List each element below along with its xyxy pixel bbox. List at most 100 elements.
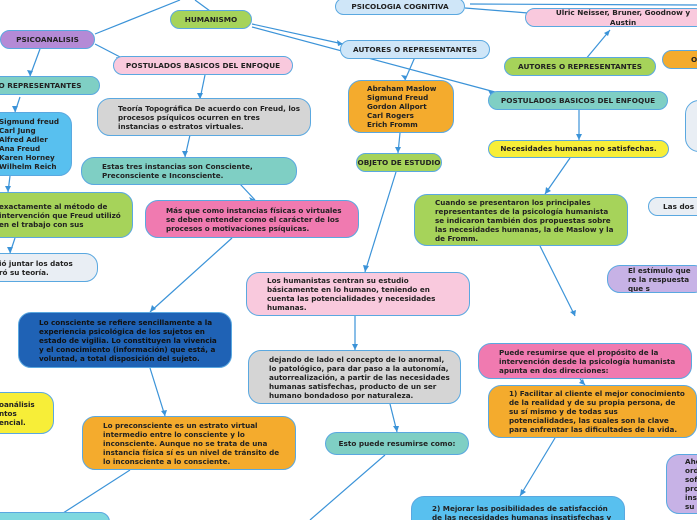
arrow-maslow: [401, 75, 407, 80]
node-facilitar[interactable]: 1) Facilitar al cliente el mejor conocim…: [488, 385, 697, 438]
arrow-consciente: [150, 305, 156, 312]
link-principales-proposito: [539, 245, 576, 317]
node-principales[interactable]: Cuando se presentaron los principales re…: [414, 194, 628, 246]
node-label: Ulric Neisser, Bruner, Goodnow y Austin: [555, 8, 691, 27]
node-proposito[interactable]: Puede resumirse que el propósito de la i…: [478, 343, 692, 379]
arrow-objeto: [395, 147, 401, 153]
node-juntar-datos[interactable]: ió juntar los datos ró su teoría.: [0, 253, 98, 282]
node-objeto-estudio[interactable]: OBJETO DE ESTUDIO: [356, 153, 442, 172]
node-label: ió juntar los datos ró su teoría.: [0, 258, 73, 277]
node-bottom-left[interactable]: [0, 512, 110, 520]
node-right-edge-box[interactable]: [685, 100, 697, 152]
arrow-dejando: [352, 344, 358, 350]
arrow-facilitar: [579, 379, 585, 385]
arrow-metodo: [5, 186, 11, 192]
link-objeto-humanistas: [364, 171, 397, 273]
link-cognitiva-right: [469, 3, 697, 6]
link-autores-neisser: [584, 29, 611, 61]
node-label: O: [691, 54, 697, 64]
node-label: O REPRESENTANTES: [0, 80, 82, 90]
node-label: HUMANISMO: [184, 14, 238, 24]
arrow-mejorar: [520, 489, 526, 496]
node-procesos-fisicos[interactable]: Más que como instancias físicas o virtua…: [145, 200, 359, 238]
link-humanismo-autores: [251, 23, 344, 45]
node-label: Lo preconsciente es un estrato virtual i…: [103, 420, 280, 466]
arrow-preconsciente: [161, 410, 167, 416]
arrow-necesidades: [576, 134, 582, 140]
arrow-teoria: [197, 93, 203, 99]
node-preconsciente[interactable]: Lo preconsciente es un estrato virtual i…: [82, 416, 296, 470]
node-label: exactamente al método de intervención qu…: [0, 201, 121, 229]
node-label: POSTULADOS BASICOS DEL ENFOQUE: [500, 95, 656, 105]
node-consciente[interactable]: Lo consciente se refiere sencillamente a…: [18, 312, 232, 368]
node-label: 2) Mejorar las posibilidades de satisfac…: [432, 504, 612, 520]
node-mejorar[interactable]: 2) Mejorar las posibilidades de satisfac…: [411, 496, 625, 520]
arrow-representantes-left: [27, 70, 33, 76]
arrow-proposito: [570, 310, 576, 316]
node-o-right-edge[interactable]: O: [662, 50, 697, 69]
node-neisser[interactable]: Ulric Neisser, Bruner, Goodnow y Austin: [525, 8, 697, 27]
node-label: AUTORES O REPRESENTANTES: [518, 61, 642, 71]
node-autores-right-top[interactable]: AUTORES O REPRESENTANTES: [504, 57, 656, 76]
node-dejando-lado[interactable]: dejando de lado el concepto de lo anorma…: [248, 350, 461, 404]
link-instancias-consciente: [149, 237, 233, 313]
link-preconsciente-down: [59, 469, 131, 516]
node-label: AUTORES O REPRESENTANTES: [353, 44, 477, 54]
node-postulados-left[interactable]: POSTULADOS BASICOS DEL ENFOQUE: [113, 56, 293, 75]
node-label: PSICOLOGIA COGNITIVA: [351, 1, 449, 11]
node-psicoanalisis[interactable]: PSICOANALISIS: [0, 30, 95, 49]
node-label: PSICOANALISIS: [16, 34, 79, 44]
node-postulados-right[interactable]: POSTULADOS BASICOS DEL ENFOQUE: [488, 91, 668, 110]
node-label: Cuando se presentaron los principales re…: [435, 197, 614, 243]
node-label: Necesidades humanas no satisfechas.: [500, 144, 657, 154]
node-label: 1) Facilitar al cliente el mejor conocim…: [509, 389, 685, 434]
node-maslow-list[interactable]: Abraham Maslow Sigmund Freud Gordon Allp…: [348, 80, 454, 133]
node-label: Más que como instancias físicas o virtua…: [166, 205, 342, 233]
arrow-humanistas: [363, 265, 369, 272]
node-humanismo[interactable]: HUMANISMO: [170, 10, 252, 29]
node-resumirse[interactable]: Esto puede resumirse como:: [325, 432, 469, 455]
link-instancias-procesos: [239, 183, 256, 201]
arrow-principales: [545, 187, 551, 194]
link-cognitiva-neisser: [464, 7, 529, 14]
link-psico-top: [94, 0, 181, 35]
node-psicoanalisis-left[interactable]: oanálisis ntos encial.: [0, 392, 54, 434]
node-representantes-left[interactable]: O REPRESENTANTES: [0, 76, 100, 95]
node-label: Los humanistas centran su estudio básica…: [267, 276, 436, 312]
node-label: Las dos s: [663, 201, 697, 211]
node-label: Puede resumirse que el propósito de la i…: [499, 347, 676, 375]
arrow-freud: [12, 106, 18, 112]
node-humanistas-centran[interactable]: Los humanistas centran su estudio básica…: [246, 272, 470, 316]
node-tres-instancias[interactable]: Estas tres instancias son Consciente, Pr…: [81, 157, 297, 185]
node-freud-list[interactable]: Sigmund freud Carl Jung Alfred Adler Ana…: [0, 112, 72, 176]
node-label: oanálisis ntos encial.: [0, 399, 35, 427]
node-label: Esto puede resumirse como:: [338, 438, 456, 448]
link-humanismo-postulados-right: [251, 26, 496, 93]
arrow-neisser: [604, 30, 610, 36]
arrow-resumirse: [393, 426, 399, 432]
link-resumirse-down: [309, 454, 386, 520]
node-autores-center[interactable]: AUTORES O REPRESENTANTES: [340, 40, 490, 59]
node-label: Sigmund freud Carl Jung Alfred Adler Ana…: [0, 117, 59, 171]
node-label: OBJETO DE ESTUDIO: [357, 157, 441, 167]
node-teoria-topografica[interactable]: Teoría Topográfica De acuerdo con Freud,…: [97, 98, 311, 136]
node-label: POSTULADOS BASICOS DEL ENFOQUE: [125, 60, 281, 70]
node-necesidades[interactable]: Necesidades humanas no satisfechas.: [488, 140, 669, 158]
node-label: Aho ord sof pro ins su: [685, 457, 697, 511]
node-las-dos[interactable]: Las dos s: [648, 197, 697, 216]
arrow-datos: [7, 247, 13, 253]
arrow-instancias: [182, 151, 188, 157]
node-ahora-right[interactable]: Aho ord sof pro ins su: [666, 454, 697, 514]
node-psicologia-cognitiva[interactable]: PSICOLOGIA COGNITIVA: [335, 0, 465, 15]
node-label: El estímulo que re la respuesta que s: [628, 265, 691, 293]
node-label: Abraham Maslow Sigmund Freud Gordon Allp…: [367, 84, 437, 129]
node-estimulo[interactable]: El estímulo que re la respuesta que s: [607, 265, 697, 293]
link-consciente-preconsciente: [149, 367, 166, 417]
node-label: Teoría Topográfica De acuerdo con Freud,…: [118, 103, 301, 131]
link-facilitar-mejorar: [519, 437, 556, 497]
node-label: Estas tres instancias son Consciente, Pr…: [102, 162, 253, 180]
link-psico-postulados: [94, 43, 123, 59]
node-metodo[interactable]: exactamente al método de intervención qu…: [0, 192, 133, 238]
